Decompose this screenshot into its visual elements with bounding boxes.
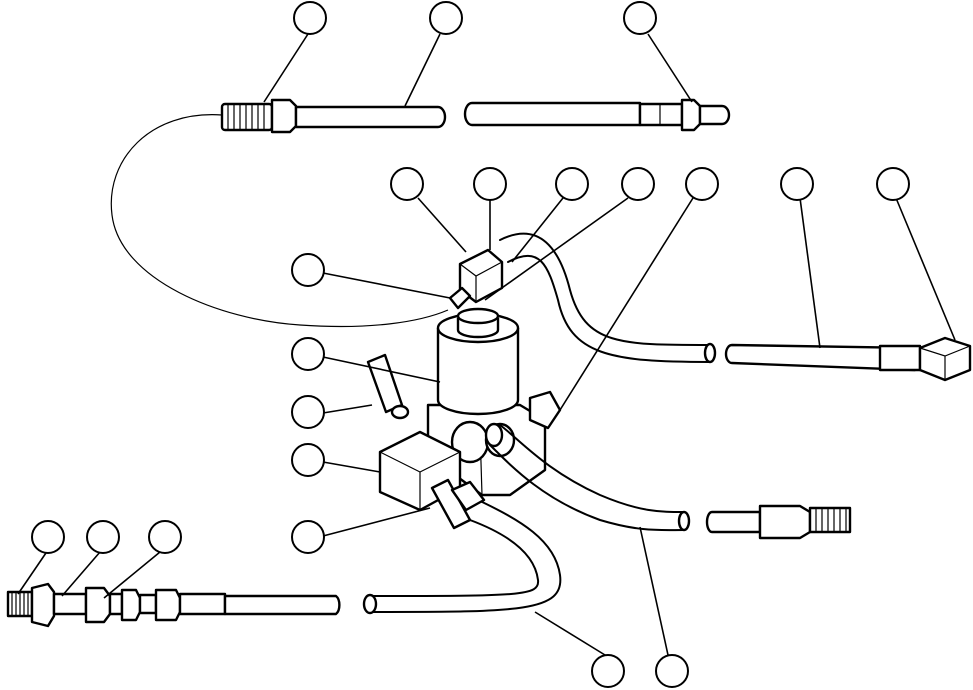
callout-5[interactable]	[473, 167, 507, 201]
thin-hose-loop	[110, 114, 449, 328]
middle-hose	[499, 424, 685, 513]
callout-1[interactable]	[293, 1, 327, 35]
right-hose-elbow	[724, 336, 972, 382]
callout-14[interactable]	[291, 443, 325, 477]
callout-20[interactable]	[655, 654, 689, 688]
lower-u-hose	[369, 499, 562, 613]
callout-12[interactable]	[291, 337, 325, 371]
callout-8[interactable]	[685, 167, 719, 201]
leader-lines	[17, 33, 956, 656]
callout-bubbles	[31, 1, 910, 688]
callout-9[interactable]	[780, 167, 814, 201]
callout-4[interactable]	[390, 167, 424, 201]
callout-19[interactable]	[591, 654, 625, 688]
bottom-left-assembly	[6, 582, 341, 628]
callout-17[interactable]	[86, 520, 120, 554]
valve-block	[366, 248, 562, 512]
callout-2[interactable]	[429, 1, 463, 35]
callout-15[interactable]	[291, 520, 325, 554]
callout-18[interactable]	[148, 520, 182, 554]
callout-6[interactable]	[555, 167, 589, 201]
callout-10[interactable]	[876, 167, 910, 201]
callout-7[interactable]	[621, 167, 655, 201]
callout-16[interactable]	[31, 520, 65, 554]
top-tube-assembly	[220, 98, 731, 134]
middle-right-fitting	[705, 504, 852, 540]
callout-3[interactable]	[623, 1, 657, 35]
upper-hose	[499, 232, 711, 346]
callout-13[interactable]	[291, 395, 325, 429]
callout-11[interactable]	[291, 253, 325, 287]
